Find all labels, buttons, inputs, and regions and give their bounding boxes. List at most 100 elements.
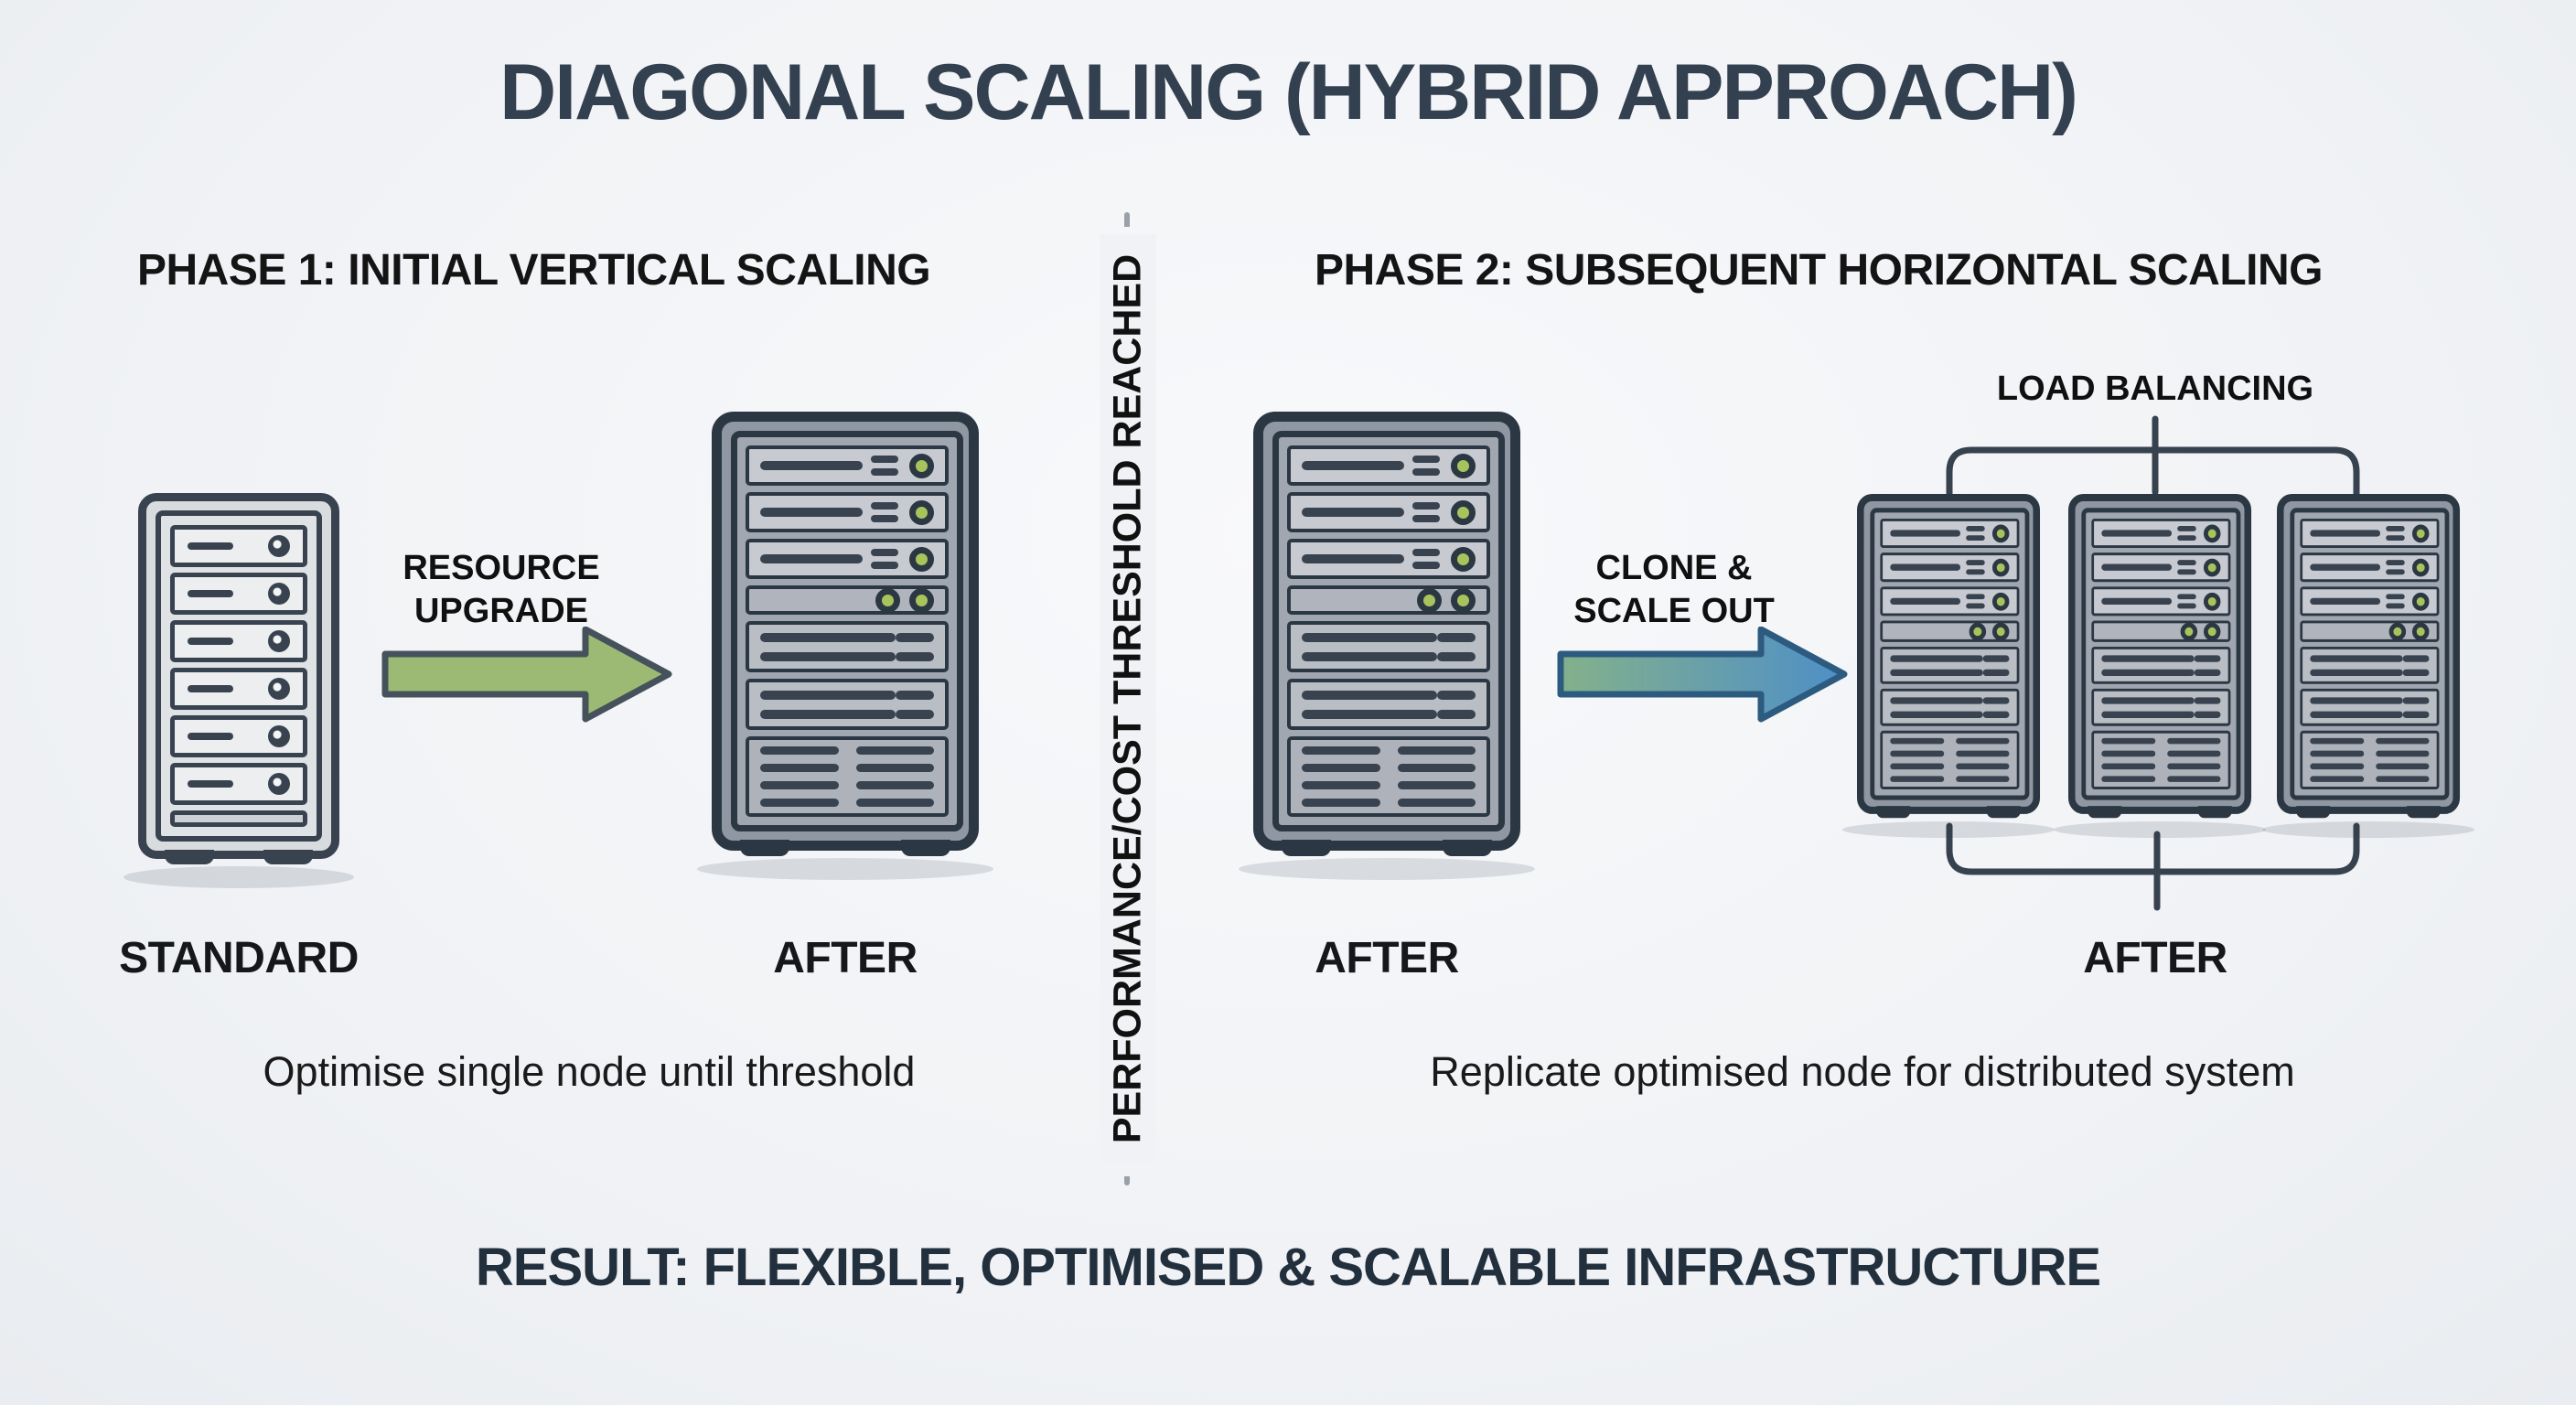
drive-bay xyxy=(2091,552,2231,583)
knob-icon xyxy=(268,583,290,605)
vent-bay xyxy=(746,679,949,730)
status-led-icon xyxy=(1991,558,2010,577)
right-arrow-gradient-icon xyxy=(1557,627,1848,723)
server-tower-icon xyxy=(1857,494,2041,819)
after-label-phase2: AFTER xyxy=(1315,934,1459,982)
vent-bay xyxy=(2300,646,2440,684)
indicator-bay xyxy=(1287,585,1490,615)
drive-bay xyxy=(1287,445,1490,486)
blank-panel xyxy=(170,810,307,827)
drive-bay xyxy=(170,525,307,567)
page-title: DIAGONAL SCALING (HYBRID APPROACH) xyxy=(499,48,2078,136)
grille-bay xyxy=(1287,736,1490,817)
threshold-divider-label: PERFORMANCE/COST THRESHOLD REACHED xyxy=(1100,233,1156,1164)
indicator-bay xyxy=(2300,620,2440,642)
load-balancer-connector-lines xyxy=(1946,415,2360,911)
drive-bay xyxy=(2300,552,2440,583)
vent-bay xyxy=(1880,646,2020,684)
tower-shadow xyxy=(2054,821,2266,838)
drive-bay xyxy=(170,715,307,757)
server-tower-icon xyxy=(1253,412,1520,856)
status-led-icon xyxy=(909,587,934,613)
drive-bay xyxy=(170,668,307,710)
drive-bay xyxy=(1287,492,1490,532)
status-led-icon xyxy=(2411,558,2430,577)
tower-shadow xyxy=(1842,821,2055,838)
drive-bay xyxy=(2091,586,2231,617)
right-arrow-icon xyxy=(381,627,672,723)
grille-bay xyxy=(1880,730,2020,789)
status-led-icon xyxy=(2180,622,2198,641)
grille-bay xyxy=(746,736,949,817)
status-led-icon xyxy=(1417,587,1442,613)
status-led-icon xyxy=(1451,546,1476,572)
status-led-icon xyxy=(1451,587,1476,613)
phase2-source-server-slot xyxy=(1239,412,1535,880)
status-led-icon xyxy=(909,546,934,572)
status-led-icon xyxy=(2203,622,2221,641)
status-led-icon xyxy=(1991,592,2010,611)
status-led-icon xyxy=(2411,592,2430,611)
server-tower-icon xyxy=(2068,494,2252,819)
drive-bay xyxy=(170,620,307,662)
knob-icon xyxy=(268,725,290,747)
drive-bay xyxy=(2300,518,2440,549)
status-led-icon xyxy=(2388,622,2407,641)
knob-icon xyxy=(268,630,290,652)
vent-bay xyxy=(1287,679,1490,730)
status-led-icon xyxy=(875,587,900,613)
vent-bay xyxy=(1880,688,2020,726)
drive-bay xyxy=(746,492,949,532)
server-tower-icon xyxy=(2277,494,2461,819)
upgraded-server-slot xyxy=(697,412,993,880)
vent-bay xyxy=(1287,621,1490,672)
server-tower-icon xyxy=(712,412,979,856)
drive-bay xyxy=(746,445,949,486)
knob-icon xyxy=(268,773,290,795)
status-led-icon xyxy=(2203,524,2221,542)
standard-server-slot xyxy=(123,493,354,888)
drive-bay xyxy=(2300,586,2440,617)
load-balancing-label: LOAD BALANCING xyxy=(1996,370,2314,408)
status-led-icon xyxy=(1451,453,1476,478)
drive-bay xyxy=(1880,552,2020,583)
standard-label: STANDARD xyxy=(119,934,359,982)
status-led-icon xyxy=(909,499,934,525)
indicator-bay xyxy=(1880,620,2020,642)
drive-bay xyxy=(1880,586,2020,617)
after-label-cluster: AFTER xyxy=(2083,934,2227,982)
vent-bay xyxy=(2091,646,2231,684)
resource-upgrade-label: RESOURCE UPGRADE xyxy=(402,549,600,630)
grille-bay xyxy=(2091,730,2231,789)
tower-shadow xyxy=(1239,858,1535,880)
result-text: RESULT: FLEXIBLE, OPTIMISED & SCALABLE I… xyxy=(475,1238,2101,1297)
tower-shadow xyxy=(2262,821,2474,838)
phase2-heading: PHASE 2: SUBSEQUENT HORIZONTAL SCALING xyxy=(1315,246,2323,295)
status-led-icon xyxy=(909,453,934,478)
cluster-node-slot-2 xyxy=(2054,494,2266,838)
indicator-bay xyxy=(2091,620,2231,642)
status-led-icon xyxy=(2411,524,2430,542)
tower-shadow xyxy=(123,866,354,888)
vent-bay xyxy=(746,621,949,672)
status-led-icon xyxy=(2411,622,2430,641)
status-led-icon xyxy=(1451,499,1476,525)
status-led-icon xyxy=(1991,622,2010,641)
status-led-icon xyxy=(2203,558,2221,577)
tower-shadow xyxy=(697,858,993,880)
after-label-phase1: AFTER xyxy=(773,934,918,982)
status-led-icon xyxy=(1991,524,2010,542)
status-led-icon xyxy=(2203,592,2221,611)
indicator-bay xyxy=(746,585,949,615)
phase1-heading: PHASE 1: INITIAL VERTICAL SCALING xyxy=(137,246,931,295)
knob-icon xyxy=(268,535,290,557)
drive-bay xyxy=(170,763,307,805)
standard-server-tower-icon xyxy=(138,493,339,864)
vent-bay xyxy=(2091,688,2231,726)
knob-icon xyxy=(268,678,290,700)
phase2-caption: Replicate optimised node for distributed… xyxy=(1430,1048,2295,1095)
drive-bay xyxy=(1287,539,1490,579)
drive-bay xyxy=(2091,518,2231,549)
drive-bay xyxy=(1880,518,2020,549)
